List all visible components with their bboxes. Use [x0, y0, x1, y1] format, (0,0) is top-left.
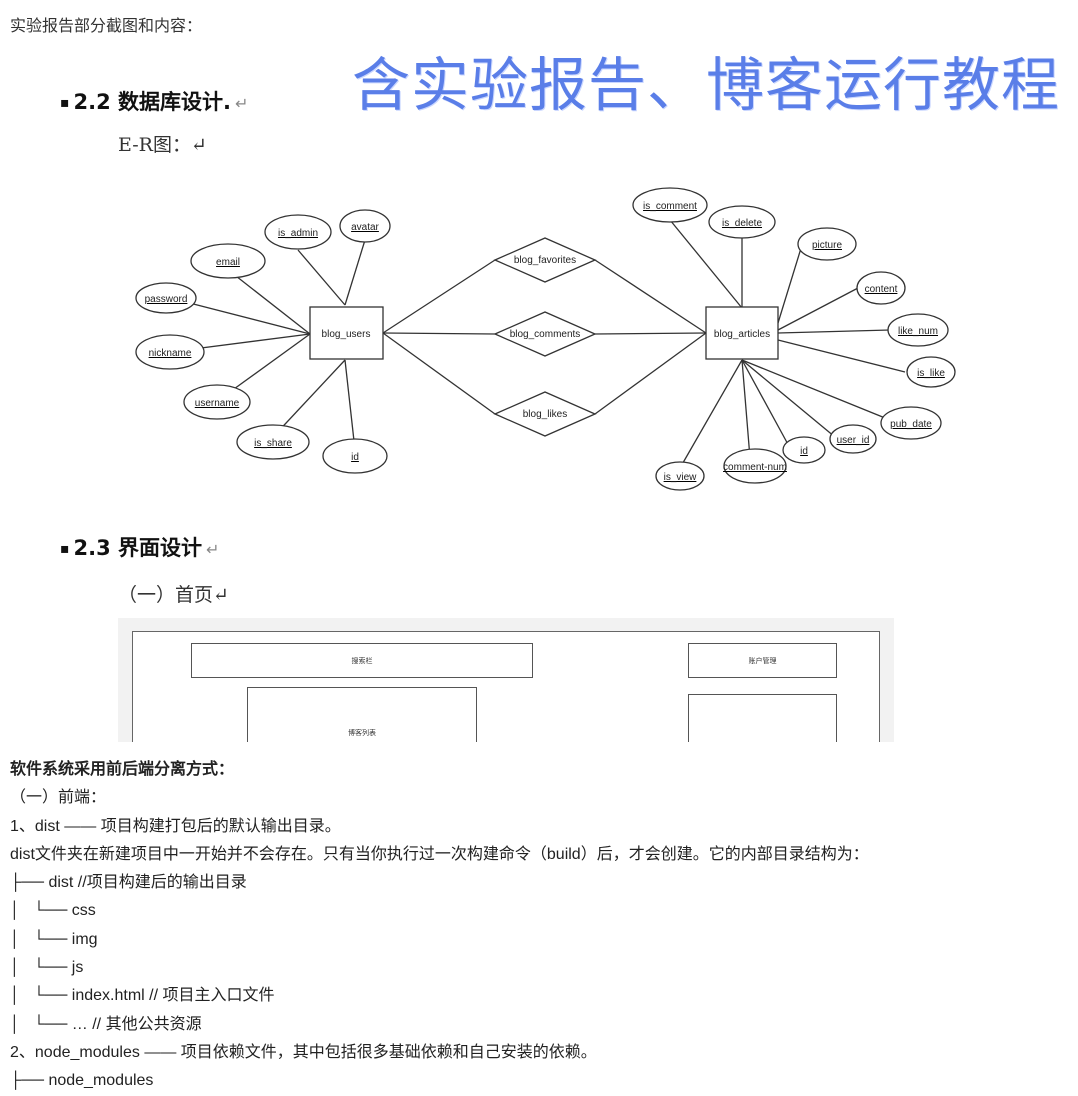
- relation-label: blog_likes: [523, 409, 567, 420]
- mockup-frame: 搜索栏 账户管理 博客列表: [132, 631, 880, 742]
- attribute-label: is_share: [254, 438, 292, 449]
- tree-line: │ └── index.html // 项目主入口文件: [10, 987, 275, 1005]
- relation-label: blog_favorites: [514, 255, 576, 266]
- mockup-content-box: 博客列表: [247, 687, 477, 742]
- section-2-2-heading: ▪2.2 数据库设计.↵: [60, 86, 248, 116]
- tree-line: │ └── js: [10, 959, 84, 977]
- attribute-label: picture: [812, 240, 842, 251]
- dist-description: dist文件夹在新建项目中一开始并不会存在。只有当你执行过一次构建命令（buil…: [10, 845, 869, 863]
- attribute-label: id: [351, 452, 359, 463]
- er-diagram: blog_users blog_articles blog_favorites …: [135, 187, 956, 491]
- attribute-label: nickname: [149, 348, 192, 359]
- section-2-3-title: 2.3 界面设计: [73, 536, 203, 560]
- tree-line: ├── dist //项目构建后的输出目录: [10, 874, 247, 892]
- return-mark: ↵: [206, 540, 220, 559]
- mockup-search-bar: 搜索栏: [191, 643, 533, 678]
- architecture-notes: 软件系统采用前后端分离方式： （一）前端： 1、dist —— 项目构建打包后的…: [10, 756, 869, 1096]
- attribute-label: content: [865, 284, 898, 295]
- tree-line: ├── node_modules: [10, 1072, 154, 1090]
- attribute-label: pub_date: [890, 419, 932, 430]
- tree-line: │ └── img: [10, 930, 98, 948]
- return-mark: ↵: [235, 94, 249, 113]
- attribute-label: is_delete: [722, 218, 762, 229]
- attribute-label: password: [145, 294, 188, 305]
- home-page-label: （一）首页↵: [118, 584, 229, 606]
- section-2-3-heading: ▪2.3 界面设计↵: [60, 532, 219, 562]
- dist-title: 1、dist —— 项目构建打包后的默认输出目录。: [10, 817, 341, 835]
- attribute-label: id: [800, 446, 808, 457]
- homepage-mockup: 搜索栏 账户管理 博客列表: [118, 618, 894, 742]
- relation-label: blog_comments: [510, 329, 581, 340]
- attribute-label: like_num: [898, 326, 938, 337]
- attribute-label: username: [195, 398, 240, 409]
- attribute-label: user_id: [837, 435, 870, 446]
- er-diagram-label: E-R图：↵: [118, 134, 207, 156]
- node-modules-title: 2、node_modules —— 项目依赖文件，其中包括很多基础依赖和自己安装…: [10, 1043, 597, 1061]
- attribute-label: is_like: [917, 368, 945, 379]
- attribute-label: avatar: [351, 222, 379, 233]
- entity-label: blog_users: [322, 329, 371, 340]
- frontend-label: （一）前端：: [10, 789, 107, 807]
- attribute-label: comment-num: [723, 462, 787, 473]
- section-2-2-title: 2.2 数据库设计.: [73, 90, 232, 114]
- mockup-account-box: 账户管理: [688, 643, 837, 678]
- entity-label: blog_articles: [714, 329, 770, 340]
- intro-text: 实验报告部分截图和内容：: [10, 16, 203, 35]
- promo-banner: 含实验报告、博客运行教程: [352, 51, 1061, 119]
- attribute-label: email: [216, 257, 240, 268]
- architecture-heading: 软件系统采用前后端分离方式：: [10, 761, 235, 778]
- attribute-label: is_view: [664, 472, 698, 483]
- bullet-icon: ▪: [60, 541, 70, 557]
- attribute-label: is_admin: [278, 228, 318, 239]
- attribute-label: is_comment: [643, 201, 697, 212]
- tree-line: │ └── … // 其他公共资源: [10, 1015, 202, 1033]
- bullet-icon: ▪: [60, 95, 70, 111]
- mockup-side-box: [688, 694, 837, 742]
- tree-line: │ └── css: [10, 902, 96, 920]
